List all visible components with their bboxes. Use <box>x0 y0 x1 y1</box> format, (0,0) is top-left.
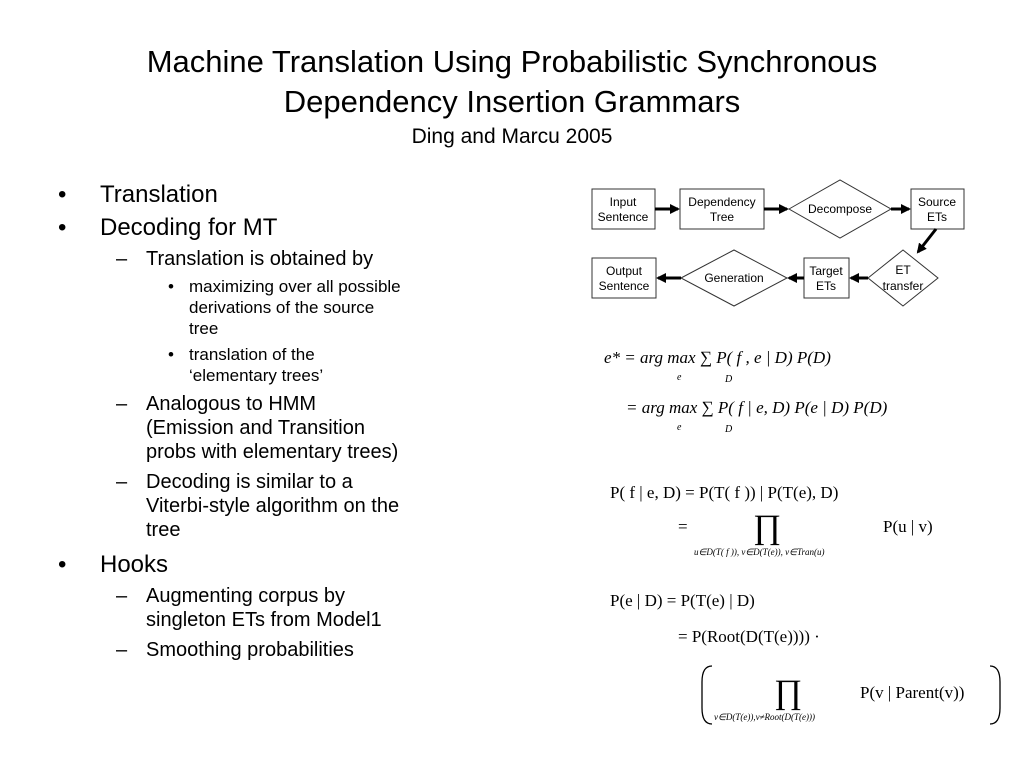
dash-marker: – <box>116 471 128 493</box>
eq-subscript: D <box>724 374 733 385</box>
eq-line: e* = arg max ∑ P( f , e | D) P(D) <box>604 348 831 367</box>
box-label: Generation <box>704 271 763 285</box>
box-label: ETs <box>816 279 836 293</box>
bullet-marker: • <box>58 214 67 241</box>
subbullet-hmm: – Analogous to HMM (Emission and Transit… <box>58 392 488 464</box>
box-label: Decompose <box>808 202 872 216</box>
et-transfer-diamond: ET transfer <box>867 249 939 307</box>
box-label: Sentence <box>598 210 649 224</box>
target-ets-box: Target ETs <box>803 257 850 299</box>
input-sentence-box: Input Sentence <box>591 188 656 230</box>
line: Analogous to HMM <box>146 393 317 415</box>
subsubbullet-elementary: • translation of the ‘elementary trees’ <box>58 344 488 386</box>
bullet-text: Hooks <box>100 551 169 578</box>
line: singleton ETs from Model1 <box>146 609 382 631</box>
bullet-decoding: • Decoding for MT <box>58 211 488 244</box>
line: ‘elementary trees’ <box>189 366 324 385</box>
bullet-marker: • <box>168 277 174 296</box>
line: tree <box>146 519 181 541</box>
output-sentence-box: Output Sentence <box>591 257 657 299</box>
slide-title: Machine Translation Using Probabilistic … <box>0 42 1024 152</box>
box-label: Input <box>610 195 637 209</box>
eq-line: P( f | e, D) = P(T( f )) | P(T(e), D) <box>610 483 838 502</box>
box-label: Dependency <box>688 195 755 209</box>
eq-subscript: e <box>677 372 682 383</box>
left-paren <box>701 665 713 725</box>
line: Viterbi-style algorithm on the <box>146 495 400 517</box>
subbullet-text: Smoothing probabilities <box>146 639 354 661</box>
eq-rhs: P(v | Parent(v)) <box>860 683 964 702</box>
decompose-diamond: Decompose <box>787 179 893 239</box>
equation-translation-prob: P( f | e, D) = P(T( f )) | P(T(e), D) = … <box>610 483 933 557</box>
line: Decoding is similar to a <box>146 471 353 493</box>
bullet-marker: • <box>58 551 67 578</box>
line: (Emission and Transition <box>146 417 365 439</box>
title-line-2: Dependency Insertion Grammars <box>283 84 741 119</box>
title-line-1: Machine Translation Using Probabilistic … <box>146 44 878 79</box>
bullet-marker: • <box>168 345 174 364</box>
dash-marker: – <box>116 639 128 661</box>
right-paren <box>989 665 1001 725</box>
eq-line: P(e | D) = P(T(e) | D) <box>610 591 755 610</box>
dash-marker: – <box>116 248 128 270</box>
dash-marker: – <box>116 585 128 607</box>
eq-rhs: P(u | v) <box>883 517 933 536</box>
generation-diamond: Generation <box>679 249 789 307</box>
line: tree <box>189 319 219 338</box>
box-label: ET <box>895 263 911 277</box>
bullet-text: Translation <box>100 181 218 208</box>
eq-subscript: v∈D(T(e)),v≠Root(D(T(e))) <box>714 712 815 722</box>
subbullet-text: Translation is obtained by <box>146 248 374 270</box>
eq-subscript: e <box>677 422 682 433</box>
line: derivations of the source <box>189 298 375 317</box>
bullet-translation: • Translation <box>58 178 488 211</box>
line: maximizing over all possible <box>189 277 401 296</box>
bullet-text: Decoding for MT <box>100 214 278 241</box>
source-ets-box: Source ETs <box>910 188 965 230</box>
subbullet-smoothing: – Smoothing probabilities <box>58 638 488 662</box>
eq-equals: = <box>678 517 688 536</box>
line: probs with elementary trees) <box>146 441 399 463</box>
box-label: ETs <box>927 210 947 224</box>
equation-argmax: e* = arg max ∑ P( f , e | D) P(D) e D = … <box>604 348 888 435</box>
box-label: Target <box>809 264 843 278</box>
box-label: Source <box>918 195 956 209</box>
box-label: Sentence <box>599 279 650 293</box>
title-subtitle: Ding and Marcu 2005 <box>411 125 613 148</box>
eq-subscript: u∈D(T( f )), v∈D(T(e)), v∈Tran(u) <box>694 547 825 557</box>
subbullet-augmenting: – Augmenting corpus by singleton ETs fro… <box>58 584 488 632</box>
arrow <box>916 228 938 254</box>
product-symbol: ∏ <box>774 674 802 711</box>
bullet-marker: • <box>58 181 67 208</box>
dependency-tree-box: Dependency Tree <box>679 188 765 230</box>
eq-line: = P(Root(D(T(e)))) · <box>678 627 820 646</box>
line: translation of the <box>189 345 315 364</box>
subbullet-obtained: – Translation is obtained by <box>58 247 488 271</box>
box-label: Output <box>606 264 643 278</box>
product-symbol: ∏ <box>753 509 781 546</box>
eq-subscript: D <box>724 424 733 435</box>
flowchart: Input Sentence Dependency Tree Decompose… <box>591 179 965 307</box>
subsubbullet-maximizing: • maximizing over all possible derivatio… <box>58 276 488 339</box>
box-label: Tree <box>710 210 735 224</box>
eq-line: = arg max ∑ P( f | e, D) P(e | D) P(D) <box>626 398 888 417</box>
subbullet-viterbi: – Decoding is similar to a Viterbi-style… <box>58 470 488 542</box>
equation-target-prob: P(e | D) = P(T(e) | D) = P(Root(D(T(e)))… <box>610 591 1001 725</box>
box-label: transfer <box>883 279 924 293</box>
line: Augmenting corpus by <box>146 585 346 607</box>
bullet-hooks: • Hooks <box>58 548 488 581</box>
dash-marker: – <box>116 393 128 415</box>
bullet-list: • Translation • Decoding for MT – Transl… <box>58 178 488 662</box>
